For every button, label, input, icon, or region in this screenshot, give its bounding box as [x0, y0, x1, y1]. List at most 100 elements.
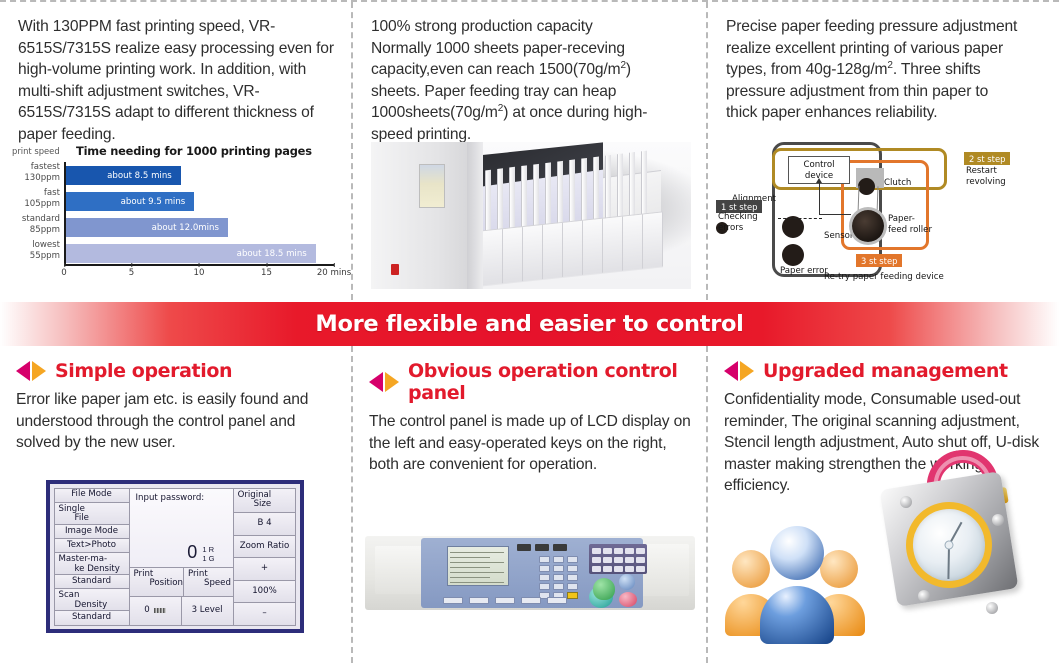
- triangle-left-icon: [16, 361, 30, 381]
- panel-function-key[interactable]: [603, 557, 612, 563]
- diagram-step3-loop: [841, 160, 929, 250]
- panel-function-key[interactable]: [636, 557, 645, 563]
- person-right-head: [820, 550, 858, 588]
- panel-soft-key[interactable]: [521, 597, 541, 604]
- panel-keypad-key[interactable]: [539, 565, 550, 572]
- panel-function-key[interactable]: [625, 557, 634, 563]
- panel-keypad-key[interactable]: [553, 574, 564, 581]
- triangle-left-icon: [724, 361, 738, 381]
- step-3-tag: 3 st step: [856, 254, 903, 267]
- simple-operation-heading-row: Simple operation: [16, 360, 337, 382]
- lcd-cell-line-1: Scan: [58, 590, 80, 601]
- panel-soft-key[interactable]: [495, 597, 515, 604]
- person-left-head: [732, 550, 770, 588]
- chart-category-line: lowest: [32, 240, 60, 250]
- panel-red-stop-button[interactable]: [619, 592, 637, 607]
- panel-function-key[interactable]: [592, 566, 601, 572]
- panel-soft-key[interactable]: [469, 597, 489, 604]
- panel-function-key[interactable]: [603, 548, 612, 554]
- lcd-counter-r: 1 R: [202, 544, 215, 554]
- panel-function-key[interactable]: [592, 557, 601, 563]
- panel-keypad-key[interactable]: [553, 565, 564, 572]
- chart-title: Time needing for 1000 printing pages: [76, 144, 312, 158]
- panel-function-key[interactable]: [614, 566, 623, 572]
- panel-keypad-key[interactable]: [539, 592, 550, 599]
- pressure-line-3-sup: 2: [887, 59, 893, 71]
- sensor-label: Sensor: [824, 231, 854, 241]
- panel-yellow-key[interactable]: [567, 592, 578, 599]
- panel-green-start-button[interactable]: [593, 578, 615, 600]
- lcd-bottom-value: 0: [128, 595, 182, 626]
- chart-tick-mark: [64, 263, 65, 267]
- clutch-label: Clutch: [884, 178, 912, 188]
- bottom-column-simple-operation: Simple operation Error like paper jam et…: [0, 346, 353, 663]
- padlock-screw-top-right: [992, 514, 1004, 526]
- panel-keypad-key[interactable]: [553, 583, 564, 590]
- control-panel-heading: Obvious operation control panel: [408, 360, 678, 404]
- tray-slat: [503, 227, 523, 284]
- panel-keypad-key[interactable]: [567, 556, 578, 563]
- panel-dark-key-1[interactable]: [517, 544, 531, 551]
- panel-soft-key[interactable]: [443, 597, 463, 604]
- pressure-line-1: Precise paper feeding pressure adjustmen…: [726, 18, 1018, 35]
- panel-soft-key[interactable]: [547, 597, 567, 604]
- panel-function-key[interactable]: [625, 566, 634, 572]
- panel-lcd-text-line: [450, 562, 504, 563]
- tray-slat: [483, 229, 503, 286]
- alignment-roller-icon: [782, 216, 804, 238]
- panel-dark-key-3[interactable]: [553, 544, 567, 551]
- printer-body: [371, 142, 483, 289]
- panel-function-key[interactable]: [592, 548, 601, 554]
- lcd-cell-line-2: File: [74, 513, 89, 524]
- chart-x-tick: 15: [261, 263, 272, 278]
- person-center-body: [760, 586, 834, 644]
- printer-warning-label: [419, 164, 445, 208]
- lcd-right-cell: +: [232, 557, 297, 581]
- panel-keypad-key[interactable]: [567, 583, 578, 590]
- panel-keypad-key[interactable]: [539, 583, 550, 590]
- printer-red-button: [391, 264, 399, 275]
- lcd-password-area: Input password: 0 1 R 1 G: [128, 487, 234, 568]
- panel-function-key[interactable]: [614, 548, 623, 554]
- lcd-position-gauge-icon: [153, 608, 166, 614]
- chart-bar: about 12.0mins: [66, 218, 228, 237]
- panel-keypad-key[interactable]: [567, 565, 578, 572]
- panel-lcd-text-line: [450, 567, 490, 568]
- panel-keypad-key[interactable]: [539, 574, 550, 581]
- panel-function-key[interactable]: [636, 548, 645, 554]
- paper-feed-roller-line-1: Paper-: [888, 214, 915, 224]
- pressure-line-3-tail: . Three shifts: [892, 61, 981, 78]
- chart-category-line: fast: [43, 188, 60, 198]
- panel-function-key[interactable]: [636, 566, 645, 572]
- panel-function-keypad[interactable]: [589, 544, 647, 574]
- panel-keypad-key[interactable]: [567, 574, 578, 581]
- panel-blue-button[interactable]: [619, 574, 635, 590]
- chart-category-line: fastest: [30, 162, 60, 172]
- chart-bar-label: about 18.5 mins: [236, 248, 307, 259]
- panel-keypad-key[interactable]: [539, 556, 550, 563]
- chart-x-tick: 5: [129, 263, 134, 278]
- capacity-line-3-tail: ): [625, 61, 631, 78]
- panel-dark-key-2[interactable]: [535, 544, 549, 551]
- speed-description: With 130PPM fast printing speed, VR-6515…: [18, 18, 334, 143]
- step-1-caption-line-2: errors: [718, 222, 744, 233]
- top-column-pressure: Precise paper feeding pressure adjustmen…: [708, 2, 1057, 300]
- panel-function-key[interactable]: [603, 566, 612, 572]
- paper-feed-roller-label: Paper- feed roller: [888, 214, 932, 235]
- panel-function-key[interactable]: [625, 548, 634, 554]
- lcd-left-cell: Standard: [53, 610, 130, 626]
- capacity-line-2: Normally 1000 sheets paper-receving: [371, 39, 625, 57]
- printer-body-edge: [467, 142, 483, 289]
- tray-slat: [623, 214, 643, 271]
- panel-soft-keys[interactable]: [443, 597, 567, 604]
- panel-function-key[interactable]: [614, 557, 623, 563]
- bottom-column-control-panel: Obvious operation control panel The cont…: [353, 346, 708, 663]
- panel-keypad-key[interactable]: [553, 556, 564, 563]
